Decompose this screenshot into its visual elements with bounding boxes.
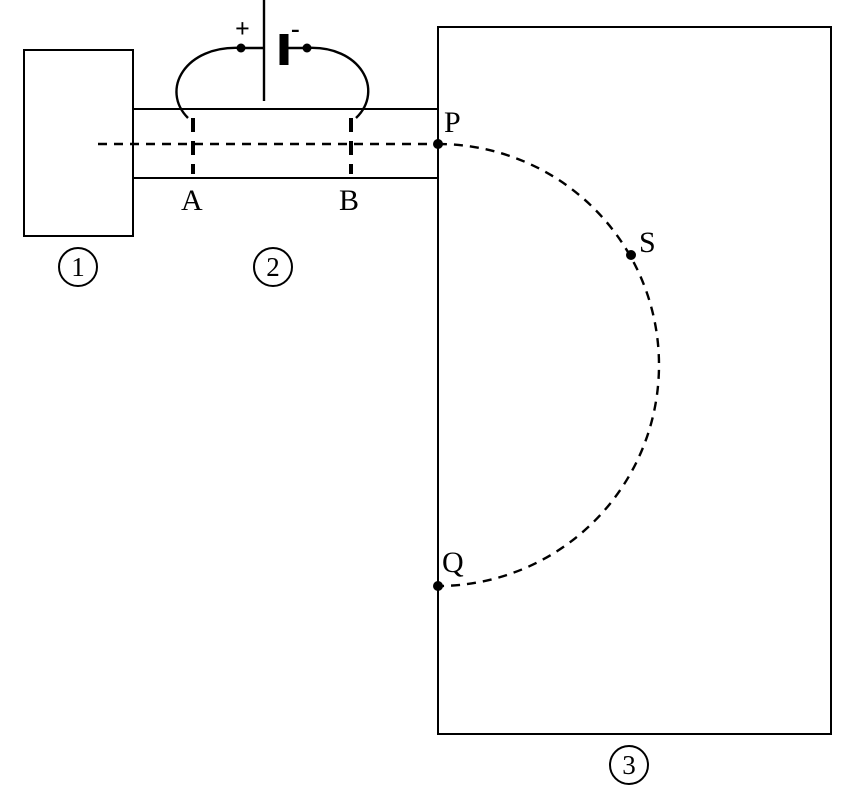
minus-sign: - — [291, 14, 300, 43]
label-q: Q — [442, 546, 464, 579]
region-3-number: 3 — [622, 750, 636, 780]
point-q-dot — [433, 581, 443, 591]
plus-sign: + — [235, 14, 250, 43]
region-3-circle — [609, 745, 649, 785]
label-s: S — [639, 226, 656, 259]
label-b: B — [339, 184, 359, 217]
wire-minus — [306, 46, 370, 119]
region-1-number: 1 — [71, 252, 85, 282]
point-s-dot — [626, 250, 636, 260]
semicircle-path — [437, 142, 661, 588]
label-a: A — [181, 184, 203, 217]
terminal-plus-dot — [236, 43, 246, 53]
region-2-number: 2 — [266, 252, 280, 282]
wire-plus — [175, 46, 242, 119]
region-1-circle — [58, 247, 98, 287]
field-region-box — [437, 26, 832, 735]
point-p-dot — [433, 139, 443, 149]
terminal-minus-dot — [302, 43, 312, 53]
label-p: P — [444, 106, 461, 139]
region-2-circle — [253, 247, 293, 287]
